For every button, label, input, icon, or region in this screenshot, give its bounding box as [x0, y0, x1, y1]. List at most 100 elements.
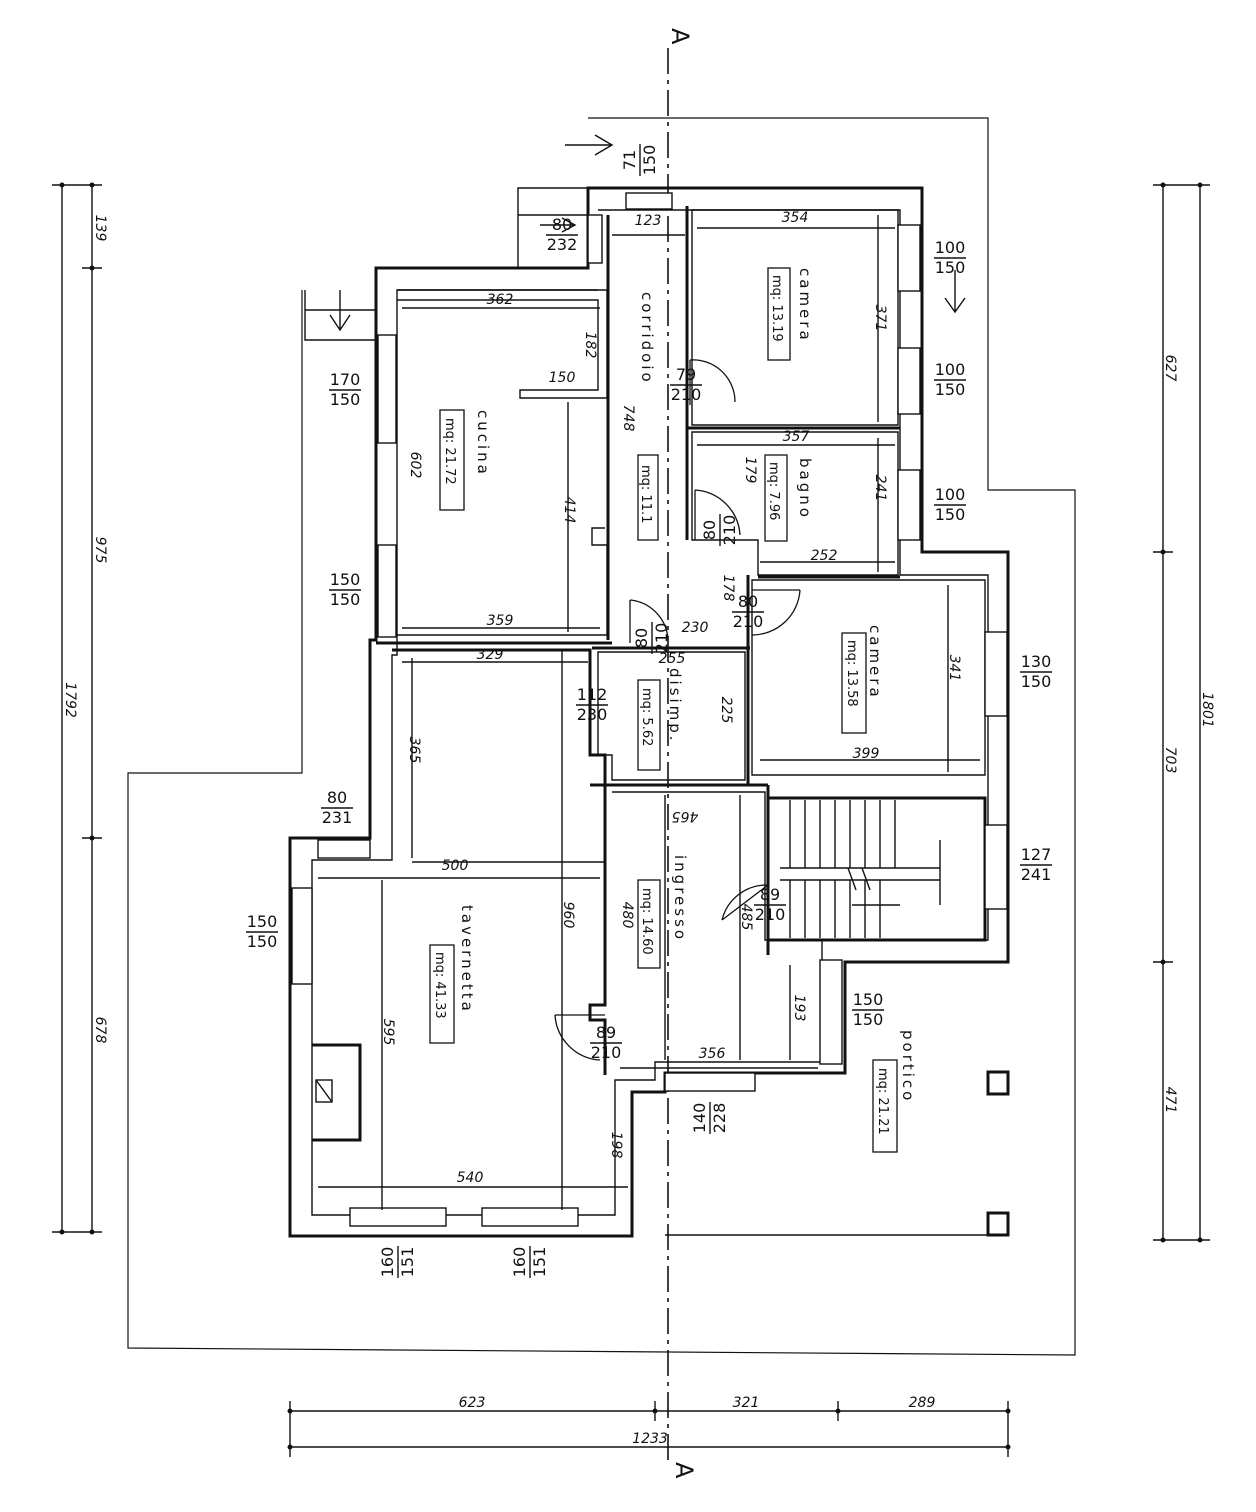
- room-name: cucina: [474, 410, 492, 477]
- staircase: [780, 800, 941, 938]
- walls: [288, 186, 1010, 1238]
- opening-width: 100: [935, 360, 966, 379]
- room-area: mq: 7.96: [766, 462, 781, 520]
- dimension-interior: 399: [853, 746, 880, 762]
- dimension-interior: 198: [608, 1132, 624, 1159]
- dimension-interior: 329: [477, 647, 504, 663]
- opening-height: 151: [530, 1247, 549, 1278]
- opening-width: 71: [620, 150, 639, 170]
- opening-width: 80: [632, 628, 651, 648]
- opening-height: 150: [330, 590, 361, 609]
- dimension-overall-right: 703: [1162, 747, 1178, 774]
- opening-height: 232: [547, 235, 578, 254]
- room-name: tavernetta: [458, 905, 476, 1014]
- room-camera-2: camera mq: 13.58: [841, 625, 884, 734]
- dimension-overall-right: 1801: [1199, 692, 1215, 728]
- dimension-overall-left: 975: [92, 537, 108, 564]
- dimension-interior: 485: [738, 904, 754, 931]
- opening-width: 112: [577, 685, 608, 704]
- opening-width: 80: [552, 215, 572, 234]
- opening-height: 210: [755, 905, 786, 924]
- dimension-overall-left: 1792: [62, 682, 78, 718]
- room-area: mq: 21.21: [875, 1068, 890, 1135]
- opening-width: 80: [327, 788, 347, 807]
- dimension-interior: 371: [872, 305, 888, 332]
- room-area: mq: 14.60: [639, 888, 654, 955]
- dimension-interior: 595: [380, 1019, 396, 1046]
- dimension-interior: 362: [487, 292, 514, 308]
- opening-width: 160: [510, 1247, 529, 1278]
- dimension-interior: 354: [782, 210, 809, 226]
- opening-width: 150: [853, 990, 884, 1009]
- section-label-bottom: A: [670, 1462, 698, 1479]
- opening-width: 89: [596, 1023, 616, 1042]
- opening-height: 150: [935, 258, 966, 277]
- opening-height: 210: [720, 515, 739, 546]
- room-area: mq: 11.1: [638, 465, 653, 523]
- room-name: camera: [866, 625, 884, 700]
- lot-boundary: [127, 117, 1076, 1356]
- opening-width: 150: [330, 570, 361, 589]
- dimension-overall-right: 471: [1162, 1087, 1178, 1114]
- dimension-overall-bottom: 289: [909, 1395, 936, 1411]
- dimension-interior: 748: [620, 405, 636, 432]
- opening-width: 80: [738, 592, 758, 611]
- entry-arrow-icons: [329, 134, 966, 332]
- room-ingresso: ingresso mq: 14.60: [637, 855, 689, 969]
- dimension-interior: 150: [549, 370, 576, 386]
- dimension-interior: 178: [720, 575, 736, 602]
- opening-width: 100: [935, 238, 966, 257]
- opening-width: 160: [378, 1247, 397, 1278]
- room-name: camera: [796, 268, 814, 343]
- dimension-interior: 960: [560, 902, 576, 929]
- dimension-interior: 357: [783, 429, 810, 445]
- dimension-lines: [52, 184, 1210, 1457]
- dimension-overall-left: 139: [92, 215, 108, 242]
- dimension-interior: 341: [946, 655, 962, 682]
- dimension-interior: 465: [672, 808, 699, 824]
- dimension-interior: 356: [699, 1046, 726, 1062]
- opening-width: 170: [330, 370, 361, 389]
- room-tavernetta: tavernetta mq: 41.33: [429, 905, 476, 1044]
- opening-height: 230: [577, 705, 608, 724]
- opening-height: 241: [1021, 865, 1052, 884]
- room-name: corridoio: [638, 292, 656, 385]
- opening-height: 210: [671, 385, 702, 404]
- opening-width: 100: [935, 485, 966, 504]
- opening-width: 150: [247, 912, 278, 931]
- dimension-ticks: [59, 182, 1203, 1450]
- room-disimp: disimp. mq: 5.62: [637, 668, 684, 771]
- opening-height: 231: [322, 808, 353, 827]
- room-camera-1: camera mq: 13.19: [767, 267, 814, 361]
- opening-height: 210: [652, 623, 671, 654]
- dimension-interior: 179: [742, 457, 758, 484]
- room-name: bagno: [796, 458, 814, 520]
- opening-height: 150: [853, 1010, 884, 1029]
- section-label-top: A: [666, 28, 694, 45]
- dimension-interior: 252: [811, 548, 838, 564]
- dimension-interior: 480: [619, 902, 635, 929]
- opening-height: 210: [591, 1043, 622, 1062]
- dimension-interior: 123: [635, 213, 662, 229]
- room-name: portico: [899, 1030, 917, 1103]
- dimension-overall-left: 678: [92, 1017, 108, 1044]
- dimension-overall-right: 627: [1162, 355, 1178, 382]
- dimension-overall-bottom: 1233: [632, 1431, 668, 1447]
- opening-height: 151: [398, 1247, 417, 1278]
- room-portico: portico mq: 21.21: [872, 1030, 917, 1153]
- windows: [291, 192, 1008, 1227]
- dimension-interior: 225: [718, 697, 734, 724]
